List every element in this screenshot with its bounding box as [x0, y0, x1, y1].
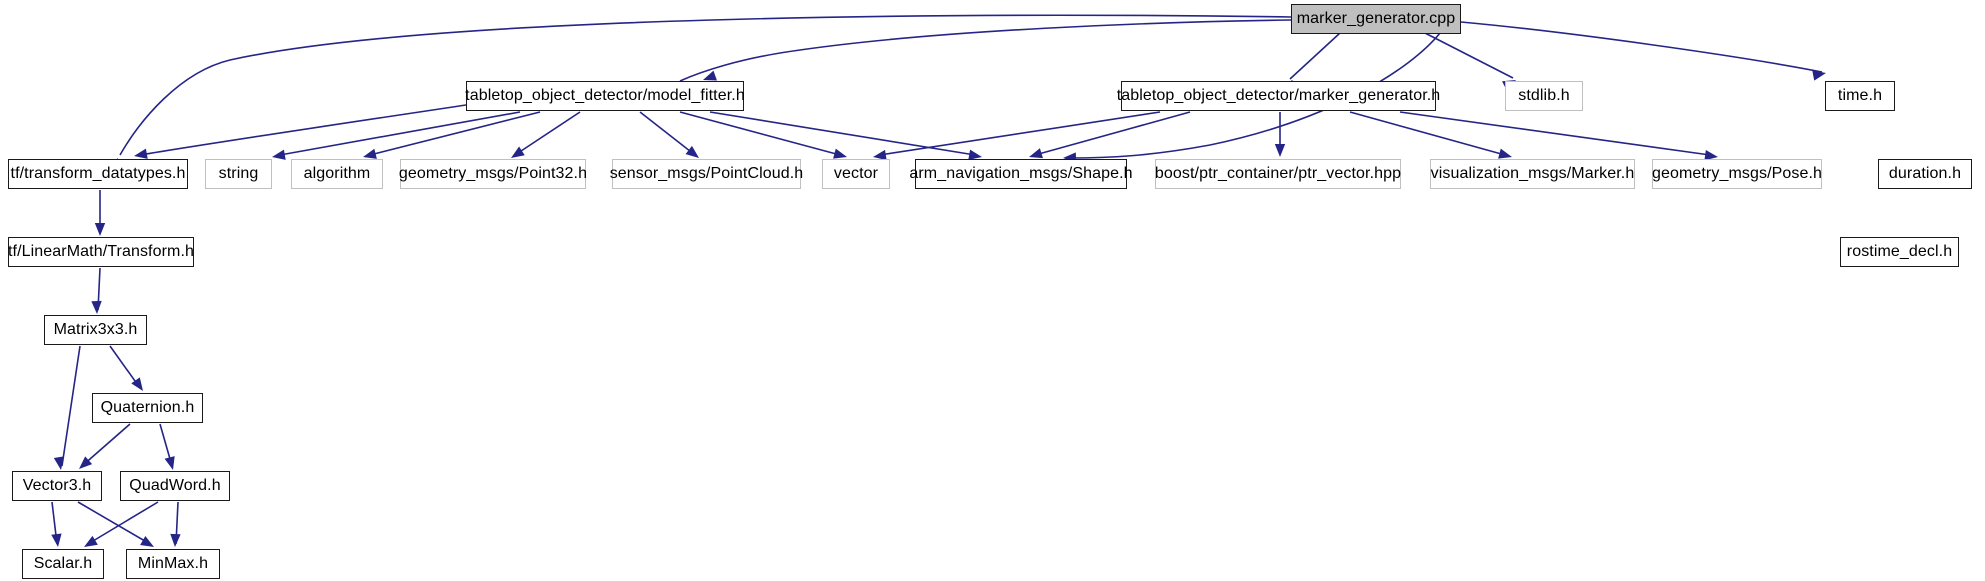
arrowhead-marker_generator_h-to-visualization_msgs_marker_h — [1498, 148, 1512, 159]
graph-node-label: rostime_decl.h — [1846, 243, 1953, 260]
graph-node-vector[interactable]: vector — [822, 159, 890, 189]
arrowhead-vector3_h-to-scalar_h — [51, 533, 62, 547]
graph-node-geometry_msgs_pose_h[interactable]: geometry_msgs/Pose.h — [1652, 159, 1822, 189]
edge-matrix3x3_h-to-quaternion_h — [109, 345, 141, 389]
arrowhead-model_fitter_h-to-sensor_msgs_pointcloud_h — [685, 145, 699, 158]
graph-node-label: Vector3.h — [22, 477, 92, 494]
graph-node-label: string — [218, 165, 259, 182]
arrowhead-quadword_h-to-minmax_h — [170, 533, 181, 547]
graph-node-label: tf/LinearMath/Transform.h — [8, 243, 194, 260]
arrowhead-marker_generator_cpp-to-time_h — [1812, 70, 1826, 81]
graph-node-tf_transform_datatypes_h[interactable]: tf/transform_datatypes.h — [8, 159, 188, 189]
graph-node-boost_ptr_vector_hpp[interactable]: boost/ptr_container/ptr_vector.hpp — [1155, 159, 1401, 189]
graph-node-label: tabletop_object_detector/model_fitter.h — [465, 87, 745, 104]
arrowhead-tf_linearmath_transform_h-to-matrix3x3_h — [91, 300, 102, 314]
graph-node-vector3_h[interactable]: Vector3.h — [12, 471, 102, 501]
graph-node-label: Scalar.h — [33, 555, 93, 572]
arrowhead-model_fitter_h-to-tf_transform_datatypes_h — [134, 148, 148, 159]
graph-node-label: visualization_msgs/Marker.h — [1430, 165, 1635, 182]
graph-node-label: sensor_msgs/PointCloud.h — [609, 165, 804, 182]
edge-model_fitter_h-to-arm_navigation_msgs_shape_h — [709, 111, 976, 156]
graph-node-label: boost/ptr_container/ptr_vector.hpp — [1154, 165, 1402, 182]
graph-node-tf_linearmath_transform_h[interactable]: tf/LinearMath/Transform.h — [8, 237, 194, 267]
graph-node-label: tf/transform_datatypes.h — [10, 165, 186, 182]
edge-model_fitter_h-to-sensor_msgs_pointcloud_h — [639, 111, 696, 156]
graph-node-label: tabletop_object_detector/marker_generato… — [1116, 87, 1441, 104]
graph-node-arm_navigation_msgs_shape_h[interactable]: arm_navigation_msgs/Shape.h — [909, 159, 1133, 189]
graph-node-quaternion_h[interactable]: Quaternion.h — [92, 393, 203, 423]
edge-model_fitter_h-to-geometry_msgs_point32_h — [514, 111, 581, 156]
graph-node-visualization_msgs_marker_h[interactable]: visualization_msgs/Marker.h — [1430, 159, 1635, 189]
arrowhead-matrix3x3_h-to-quaternion_h — [131, 377, 143, 391]
graph-node-label: duration.h — [1888, 165, 1962, 182]
arrowhead-model_fitter_h-to-string — [272, 149, 286, 160]
graph-node-stdlib_h[interactable]: stdlib.h — [1505, 81, 1583, 111]
edge-quaternion_h-to-vector3_h — [81, 423, 131, 467]
graph-node-label: Matrix3x3.h — [53, 321, 138, 338]
graph-node-label: arm_navigation_msgs/Shape.h — [909, 165, 1133, 182]
arrowhead-quadword_h-to-scalar_h — [84, 535, 98, 547]
edge-marker_generator_h-to-vector — [879, 111, 1161, 156]
edge-model_fitter_h-to-algorithm — [369, 111, 541, 156]
graph-node-quadword_h[interactable]: QuadWord.h — [120, 471, 230, 501]
graph-node-model_fitter_h[interactable]: tabletop_object_detector/model_fitter.h — [465, 81, 745, 111]
graph-node-label: marker_generator.cpp — [1296, 10, 1456, 27]
edge-model_fitter_h-to-tf_transform_datatypes_h — [139, 104, 467, 156]
edge-quadword_h-to-minmax_h — [175, 501, 179, 545]
edge-marker_generator_cpp-to-model_fitter_h — [679, 19, 1292, 82]
graph-node-rostime_decl_h[interactable]: rostime_decl.h — [1840, 237, 1959, 267]
graph-node-string[interactable]: string — [205, 159, 272, 189]
graph-node-label: stdlib.h — [1518, 87, 1570, 104]
edge-marker_generator_h-to-visualization_msgs_marker_h — [1349, 111, 1506, 156]
edge-quadword_h-to-scalar_h — [87, 501, 159, 545]
edge-vector3_h-to-scalar_h — [51, 501, 58, 545]
edge-model_fitter_h-to-vector — [679, 111, 841, 156]
graph-node-marker_generator_h[interactable]: tabletop_object_detector/marker_generato… — [1117, 81, 1440, 111]
edge-model_fitter_h-to-string — [279, 111, 521, 156]
graph-node-label: time.h — [1837, 87, 1883, 104]
edge-quaternion_h-to-quadword_h — [159, 423, 173, 467]
edge-marker_generator_h-to-geometry_msgs_pose_h — [1399, 111, 1711, 156]
arrowhead-marker_generator_cpp-to-model_fitter_h — [703, 70, 717, 81]
edge-matrix3x3_h-to-vector3_h — [61, 345, 81, 467]
arrowhead-model_fitter_h-to-vector — [833, 148, 847, 159]
arrowhead-quaternion_h-to-quadword_h — [164, 456, 175, 470]
arrowhead-marker_generator_h-to-boost_ptr_vector_hpp — [1274, 144, 1286, 157]
graph-node-algorithm[interactable]: algorithm — [291, 159, 383, 189]
graph-node-label: vector — [833, 165, 879, 182]
edge-marker_generator_h-to-arm_navigation_msgs_shape_h — [1034, 111, 1191, 156]
edge-tf_linearmath_transform_h-to-matrix3x3_h — [97, 267, 101, 311]
graph-node-matrix3x3_h[interactable]: Matrix3x3.h — [44, 315, 147, 345]
graph-node-label: MinMax.h — [137, 555, 209, 572]
arrowhead-matrix3x3_h-to-vector3_h — [53, 456, 65, 470]
arrowhead-tf_transform_datatypes_h-to-tf_linearmath_transform_h — [94, 223, 106, 236]
graph-node-geometry_msgs_point32_h[interactable]: geometry_msgs/Point32.h — [398, 159, 588, 189]
graph-node-minmax_h[interactable]: MinMax.h — [126, 549, 220, 579]
arrowhead-model_fitter_h-to-geometry_msgs_point32_h — [511, 146, 525, 158]
graph-node-scalar_h[interactable]: Scalar.h — [22, 549, 104, 579]
edge-marker_generator_cpp-to-stdlib_h — [1424, 32, 1514, 79]
edge-marker_generator_cpp-to-time_h — [1460, 21, 1823, 73]
arrowhead-model_fitter_h-to-algorithm — [363, 148, 377, 159]
graph-node-sensor_msgs_pointcloud_h[interactable]: sensor_msgs/PointCloud.h — [609, 159, 804, 189]
graph-node-label: Quaternion.h — [100, 399, 195, 416]
arrowhead-quaternion_h-to-vector3_h — [79, 456, 93, 469]
graph-node-label: geometry_msgs/Point32.h — [398, 165, 588, 182]
graph-node-marker_generator_cpp[interactable]: marker_generator.cpp — [1291, 4, 1461, 34]
arrowhead-vector3_h-to-minmax_h — [140, 535, 154, 547]
graph-node-label: geometry_msgs/Pose.h — [1651, 165, 1823, 182]
edge-vector3_h-to-minmax_h — [77, 501, 151, 545]
graph-node-duration_h[interactable]: duration.h — [1878, 159, 1972, 189]
edge-marker_generator_cpp-to-marker_generator_h — [1289, 32, 1341, 80]
graph-node-label: QuadWord.h — [129, 477, 221, 494]
graph-node-label: algorithm — [303, 165, 371, 182]
graph-node-time_h[interactable]: time.h — [1825, 81, 1895, 111]
arrowhead-marker_generator_h-to-arm_navigation_msgs_shape_h — [1029, 148, 1043, 159]
